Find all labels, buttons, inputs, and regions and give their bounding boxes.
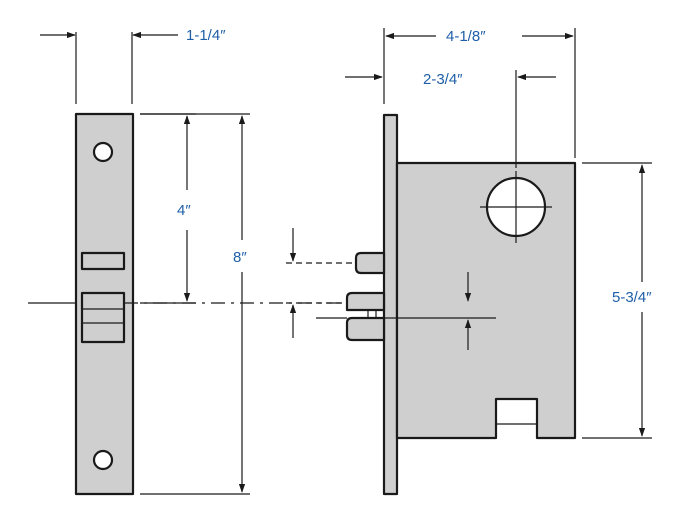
bottom-screw-hole: [92, 449, 114, 471]
lock-case: [395, 161, 577, 440]
dimension-backset: 2-3/4″: [345, 70, 556, 168]
dimension-faceplate-height: 8″: [140, 113, 250, 495]
faceplate-width-label: 1-1/4″: [186, 27, 226, 44]
lock-body: [345, 113, 577, 496]
auxiliary-latch: [345, 316, 386, 342]
latch-slot: [80, 291, 126, 344]
faceplate-height-label: 8″: [233, 249, 247, 266]
backset-label: 2-3/4″: [423, 71, 463, 88]
dimension-deadbolt-latch-spacing: [286, 228, 356, 338]
latch-bolt: [345, 291, 386, 312]
case-width-label: 4-1/8″: [446, 28, 486, 45]
dimension-faceplate-width: 1-1/4″: [40, 27, 226, 104]
lock-faceplate-edge: [382, 113, 399, 496]
case-height-label: 5-3/4″: [612, 289, 652, 306]
deadbolt-stub: [354, 251, 386, 275]
deadbolt-slot: [80, 251, 126, 271]
dimension-case-height: 5-3/4″: [582, 162, 652, 439]
hub-to-latch-label: 4″: [177, 202, 191, 219]
dimension-hub-to-latch: 4″: [140, 113, 196, 304]
top-screw-hole: [92, 141, 114, 163]
dimension-latch-offset: [316, 272, 496, 350]
dimension-case-width: 4-1/8″: [383, 28, 576, 158]
faceplate: [74, 112, 135, 496]
